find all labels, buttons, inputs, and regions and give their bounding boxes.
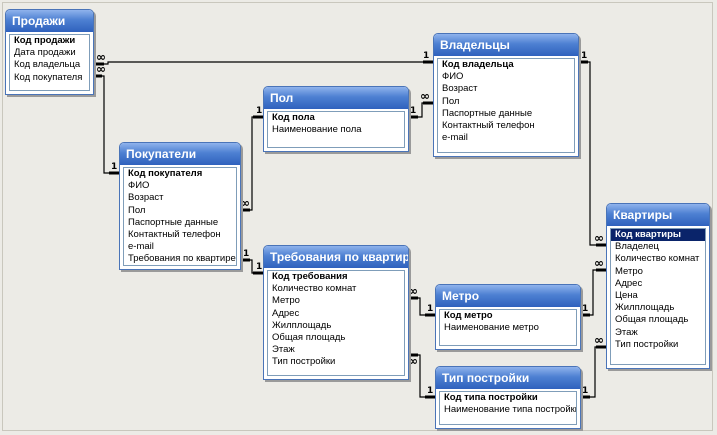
table-kvartiry[interactable]: Квартиры Код квартиры Владелец Количеств… bbox=[606, 203, 710, 369]
field-item[interactable]: Возраст bbox=[442, 83, 478, 95]
table-tip-postroyki[interactable]: Тип постройки Код типа постройки Наимено… bbox=[435, 366, 581, 429]
card-many: ∞ bbox=[96, 50, 106, 64]
field-list[interactable]: Код пола Наименование пола bbox=[267, 111, 405, 148]
field-item[interactable]: e-mail bbox=[442, 132, 468, 144]
card-many: ∞ bbox=[408, 354, 418, 368]
card-many: ∞ bbox=[594, 256, 604, 270]
field-item[interactable]: Код владельца bbox=[14, 59, 81, 71]
field-item[interactable]: Общая площадь bbox=[272, 331, 346, 343]
field-item[interactable]: Паспортные данные bbox=[128, 216, 219, 228]
field-item[interactable]: Количество комнат bbox=[272, 283, 357, 295]
field-list[interactable]: Код владельца ФИО Возраст Пол Паспортные… bbox=[437, 58, 575, 153]
card-one: 1 bbox=[582, 386, 589, 396]
field-item[interactable]: Наименование типа постройки bbox=[444, 404, 577, 416]
field-item[interactable]: Код пола bbox=[272, 112, 315, 123]
table-trebovaniya[interactable]: Требования по квартире Код требования Ко… bbox=[263, 245, 409, 380]
field-item[interactable]: Паспортные данные bbox=[442, 107, 533, 119]
field-item[interactable]: Код типа постройки bbox=[444, 392, 538, 403]
field-item[interactable]: Этаж bbox=[615, 326, 638, 338]
field-item[interactable]: Метро bbox=[272, 295, 300, 307]
field-item[interactable]: Контактный телефон bbox=[442, 119, 535, 131]
field-item[interactable]: Тип постройки bbox=[615, 338, 679, 350]
field-item[interactable]: Жилплощадь bbox=[615, 302, 675, 314]
rel-prodazhi-vladeltsy bbox=[94, 61, 433, 65]
canvas-frame bbox=[2, 2, 713, 431]
field-item[interactable]: Код покупателя bbox=[14, 71, 83, 83]
field-item[interactable]: Код покупателя bbox=[128, 168, 203, 179]
card-one: 1 bbox=[423, 51, 430, 61]
field-item[interactable]: Код требования bbox=[272, 271, 348, 282]
table-vladeltsy[interactable]: Владельцы Код владельца ФИО Возраст Пол … bbox=[433, 33, 579, 157]
field-item[interactable]: Пол bbox=[128, 204, 146, 216]
table-metro[interactable]: Метро Код метро Наименование метро bbox=[435, 284, 581, 350]
field-item[interactable]: Пол bbox=[442, 95, 460, 107]
card-one: 1 bbox=[427, 386, 434, 396]
field-item[interactable]: e-mail bbox=[128, 241, 154, 253]
field-item[interactable]: Владелец bbox=[615, 241, 659, 253]
card-one: 1 bbox=[427, 304, 434, 314]
field-item[interactable]: Требования по квартире bbox=[128, 253, 236, 265]
field-item[interactable]: Тип постройки bbox=[272, 356, 336, 368]
card-one: 1 bbox=[581, 51, 588, 61]
card-one: 1 bbox=[410, 106, 417, 116]
table-title[interactable]: Тип постройки bbox=[436, 367, 580, 389]
card-many: ∞ bbox=[96, 62, 106, 76]
table-title[interactable]: Покупатели bbox=[120, 143, 240, 165]
field-item[interactable]: Количество комнат bbox=[615, 253, 700, 265]
card-many: ∞ bbox=[420, 89, 430, 103]
card-one: 1 bbox=[582, 304, 589, 314]
field-item[interactable]: Дата продажи bbox=[14, 47, 76, 59]
card-one: 1 bbox=[243, 249, 250, 259]
field-item[interactable]: Контактный телефон bbox=[128, 228, 221, 240]
table-title[interactable]: Владельцы bbox=[434, 34, 578, 56]
card-many: ∞ bbox=[594, 333, 604, 347]
table-title[interactable]: Квартиры bbox=[607, 204, 709, 226]
card-many: ∞ bbox=[240, 196, 250, 210]
card-many: ∞ bbox=[594, 231, 604, 245]
table-title[interactable]: Продажи bbox=[6, 10, 93, 32]
field-item[interactable]: Наименование метро bbox=[444, 322, 539, 334]
table-prodazhi[interactable]: Продажи Код продажи Дата продажи Код вла… bbox=[5, 9, 94, 95]
field-list[interactable]: Код типа постройки Наименование типа пос… bbox=[439, 391, 577, 425]
field-item[interactable]: Цена bbox=[615, 289, 638, 301]
field-item[interactable]: Код продажи bbox=[14, 35, 76, 46]
field-list[interactable]: Код продажи Дата продажи Код владельца К… bbox=[9, 34, 90, 91]
field-item[interactable]: Адрес bbox=[272, 307, 300, 319]
rel-prodazhi-pokupateli bbox=[94, 75, 119, 174]
table-title[interactable]: Пол bbox=[264, 87, 408, 109]
table-title[interactable]: Метро bbox=[436, 285, 580, 307]
field-list[interactable]: Код метро Наименование метро bbox=[439, 309, 577, 346]
field-item[interactable]: Этаж bbox=[272, 344, 295, 356]
field-item[interactable]: Метро bbox=[615, 265, 643, 277]
field-item[interactable]: Возраст bbox=[128, 192, 164, 204]
table-title[interactable]: Требования по квартире bbox=[264, 246, 408, 268]
field-item[interactable]: Код метро bbox=[444, 310, 493, 321]
table-pol[interactable]: Пол Код пола Наименование пола bbox=[263, 86, 409, 152]
card-many: ∞ bbox=[408, 284, 418, 298]
rel-vladeltsy-kvartiry bbox=[578, 61, 606, 246]
card-one: 1 bbox=[256, 106, 263, 116]
table-pokupateli[interactable]: Покупатели Код покупателя ФИО Возраст По… bbox=[119, 142, 241, 270]
card-one: 1 bbox=[111, 162, 118, 172]
card-one: 1 bbox=[256, 262, 263, 272]
field-item[interactable]: Общая площадь bbox=[615, 314, 689, 326]
field-item[interactable]: ФИО bbox=[442, 71, 464, 83]
field-item[interactable]: ФИО bbox=[128, 180, 150, 192]
field-item[interactable]: Наименование пола bbox=[272, 124, 362, 136]
field-list[interactable]: Код покупателя ФИО Возраст Пол Паспортны… bbox=[123, 167, 237, 266]
field-list[interactable]: Код квартиры Владелец Количество комнат … bbox=[610, 228, 706, 365]
field-item[interactable]: Жилплощадь bbox=[272, 319, 332, 331]
field-item[interactable]: Адрес bbox=[615, 277, 643, 289]
field-list[interactable]: Код требования Количество комнат Метро А… bbox=[267, 270, 405, 376]
field-item-selected[interactable]: Код квартиры bbox=[611, 229, 705, 242]
field-item[interactable]: Код владельца bbox=[442, 59, 514, 70]
